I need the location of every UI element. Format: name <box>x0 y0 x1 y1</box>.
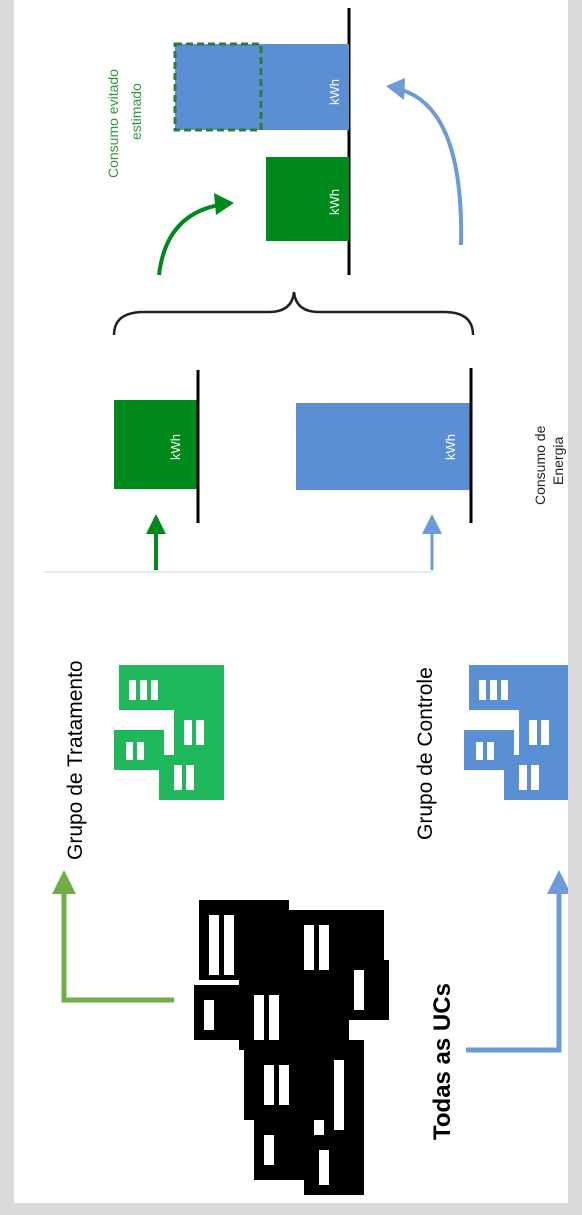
diagram-frame: Todas as UCs Grupo de Tratamento Grupo d… <box>14 0 568 1203</box>
arrow-to-treatment-head <box>52 870 76 894</box>
treatment-result-unit: kWh <box>327 189 342 215</box>
diagram-canvas: Todas as UCs Grupo de Tratamento Grupo d… <box>44 8 568 1195</box>
arrow-to-control <box>466 890 562 1053</box>
arrow-to-treatment <box>61 890 174 1003</box>
avoided-consumption-label-line2: estimado <box>128 83 144 140</box>
avoided-consumption-box <box>173 42 263 132</box>
treatment-consumption-bar <box>114 400 198 489</box>
all-ucs-label: Todas as UCs <box>429 983 456 1140</box>
buildings-icon-all <box>194 900 389 1195</box>
control-result-bar <box>261 44 349 130</box>
control-bar-unit: kWh <box>443 434 458 460</box>
control-group-label: Grupo de Controle <box>414 667 437 840</box>
curved-arrow-treatment-head <box>214 193 234 215</box>
energy-consumption-label-line1: Consumo de <box>532 425 548 505</box>
buildings-icon-treatment <box>114 665 224 800</box>
avoided-consumption-label-line1: Consumo evitado <box>105 69 121 178</box>
control-consumption-bar <box>296 403 471 490</box>
energy-consumption-label-line2: Energia <box>550 437 566 485</box>
treatment-bar-unit: kWh <box>168 434 183 460</box>
treatment-group-label: Grupo de Tratamento <box>64 660 87 860</box>
arrow-treatment-up-head <box>146 514 166 534</box>
curved-arrow-control <box>401 88 464 246</box>
arrow-to-control-head <box>547 870 568 894</box>
control-result-unit: kWh <box>327 79 342 105</box>
curved-arrow-treatment <box>157 203 220 276</box>
buildings-icon-control <box>464 665 568 800</box>
treatment-result-bar <box>266 157 349 241</box>
curved-arrow-control-head <box>386 78 405 100</box>
arrow-control-up-head <box>422 514 442 534</box>
grouping-brace <box>112 291 475 336</box>
